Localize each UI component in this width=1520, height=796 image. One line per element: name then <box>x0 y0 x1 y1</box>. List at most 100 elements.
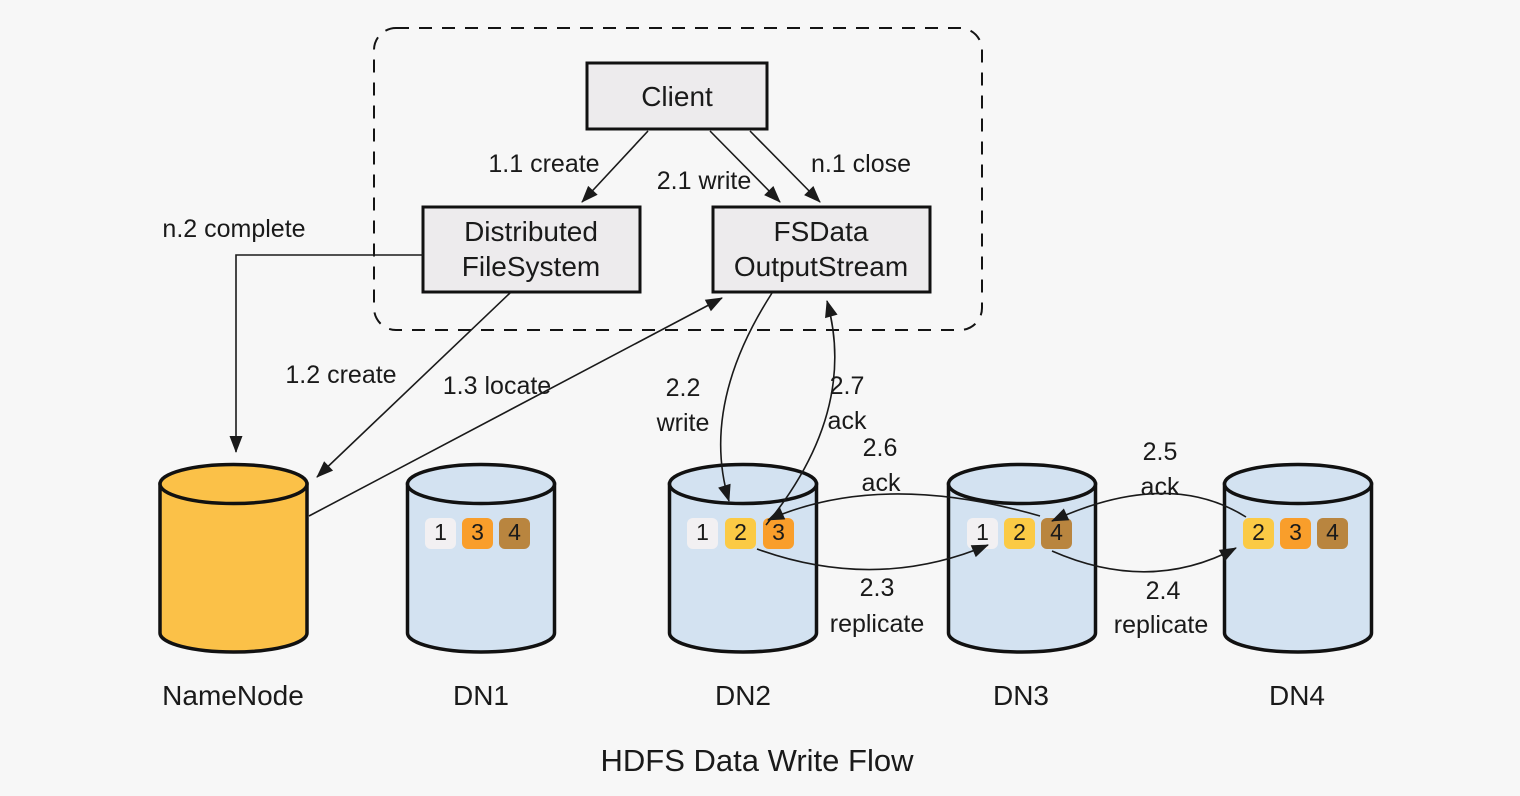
dn4-block-3-label: 3 <box>1289 519 1302 545</box>
edge-label-2-7-word: ack <box>828 407 867 435</box>
arrow-2-2-write <box>718 292 773 502</box>
arrow-2-4-replicate <box>1051 547 1237 573</box>
edge-label-2-1-write: 2.1 write <box>657 167 751 195</box>
edge-label-1-3-locate: 1.3 locate <box>443 372 551 400</box>
dn1-block-4-label: 4 <box>508 519 521 545</box>
client-box: Client <box>585 61 769 131</box>
edge-label-2-2-word: write <box>656 409 710 437</box>
edge-label-2-4-number: 2.4 <box>1146 577 1181 605</box>
client-box-label: Client <box>641 81 713 112</box>
dn3-block-1-label: 1 <box>976 519 989 545</box>
dn1-block-3-label: 3 <box>471 519 484 545</box>
dn2-block-1-rect <box>687 518 718 549</box>
dn3-label: DN3 <box>993 680 1049 711</box>
dn4-cylinder-top <box>1222 462 1374 506</box>
dn1-block-1: 1 <box>425 518 456 549</box>
fsdata-outputstream-box-rect <box>711 205 932 294</box>
dn4-block-4-label: 4 <box>1326 519 1339 545</box>
dn4-cylinder <box>1222 462 1374 654</box>
edge-label-n-1-close: n.1 close <box>811 150 911 178</box>
arrow-n-1-close <box>749 130 821 203</box>
dn3-cylinder <box>946 462 1098 654</box>
dn1-cylinder <box>405 462 557 654</box>
edge-label-2-5-word: ack <box>1141 473 1180 501</box>
dn4-block-3-rect <box>1280 518 1311 549</box>
dn2-block-3-label: 3 <box>772 519 785 545</box>
diagram-title: HDFS Data Write Flow <box>601 743 915 778</box>
dn2-block-2-label: 2 <box>734 519 747 545</box>
dn1-block-4-rect <box>499 518 530 549</box>
dn4-block-4: 4 <box>1317 518 1348 549</box>
dn1-block-4: 4 <box>499 518 530 549</box>
namenode-cylinder <box>158 462 309 654</box>
namenode-label: NameNode <box>162 680 304 711</box>
dn3-block-4: 4 <box>1041 518 1072 549</box>
dn3-cylinder-top <box>946 462 1098 506</box>
namenode-cylinder-top <box>158 462 309 506</box>
dn4-block-3: 3 <box>1280 518 1311 549</box>
dn4-cylinder-body <box>1222 482 1374 654</box>
arrow-2-7-ack <box>765 300 838 526</box>
dn3-block-2-rect <box>1004 518 1035 549</box>
dn1-cylinder-body <box>405 482 557 654</box>
edge-label-2-7-number: 2.7 <box>830 372 865 400</box>
client-box-rect <box>585 61 769 131</box>
edge-label-1-2-create: 1.2 create <box>285 361 396 389</box>
dn3-block-2: 2 <box>1004 518 1035 549</box>
dn2-cylinder <box>667 462 819 654</box>
dn1-block-3-rect <box>462 518 493 549</box>
fsdata-outputstream-label-line2: OutputStream <box>734 251 908 282</box>
distributed-filesystem-label-line1: Distributed <box>464 216 598 247</box>
dn2-cylinder-top <box>667 462 819 506</box>
edge-label-n-2-complete: n.2 complete <box>162 215 305 243</box>
edge-label-1-1-create: 1.1 create <box>488 150 599 178</box>
edge-label-2-6-number: 2.6 <box>863 434 898 462</box>
fsdata-outputstream-label-line1: FSData <box>774 216 869 247</box>
dn2-block-3: 3 <box>763 518 794 549</box>
arrow-2-5-ack <box>1051 492 1247 522</box>
edge-label-2-6-word: ack <box>862 469 901 497</box>
arrow-1-3-locate <box>308 297 723 517</box>
dn3-block-4-label: 4 <box>1050 519 1063 545</box>
dn3-block-4-rect <box>1041 518 1072 549</box>
edge-label-2-4-word: replicate <box>1114 611 1209 639</box>
edge-label-2-3-word: replicate <box>830 610 925 638</box>
dn2-block-1: 1 <box>687 518 718 549</box>
dn2-block-3-rect <box>763 518 794 549</box>
dn2-label: DN2 <box>715 680 771 711</box>
dn4-block-2-rect <box>1243 518 1274 549</box>
distributed-filesystem-label-line2: FileSystem <box>462 251 600 282</box>
edge-label-2-2-number: 2.2 <box>666 374 701 402</box>
arrow-2-1-write <box>709 130 781 203</box>
arrow-2-6-ack <box>767 493 1041 521</box>
edge-label-2-3-number: 2.3 <box>860 574 895 602</box>
dn4-block-2-label: 2 <box>1252 519 1265 545</box>
distributed-filesystem-box: Distributed FileSystem <box>421 205 642 294</box>
fsdata-outputstream-box: FSData OutputStream <box>711 205 932 294</box>
arrow-2-3-replicate <box>756 544 989 571</box>
dn1-block-1-rect <box>425 518 456 549</box>
client-process-boundary <box>373 27 983 331</box>
dn2-block-2: 2 <box>725 518 756 549</box>
arrow-n-2-complete <box>229 254 423 453</box>
dn3-block-1-rect <box>967 518 998 549</box>
arrow-1-2-create <box>316 292 511 478</box>
arrow-1-1-create <box>581 130 649 203</box>
dn4-block-4-rect <box>1317 518 1348 549</box>
edge-label-2-5-number: 2.5 <box>1143 438 1178 466</box>
dn3-cylinder-body <box>946 482 1098 654</box>
dn1-cylinder-top <box>405 462 557 506</box>
dn3-block-2-label: 2 <box>1013 519 1026 545</box>
dn3-block-1: 1 <box>967 518 998 549</box>
dn1-block-1-label: 1 <box>434 519 447 545</box>
dn4-label: DN4 <box>1269 680 1325 711</box>
namenode-cylinder-body <box>158 482 309 654</box>
dn1-label: DN1 <box>453 680 509 711</box>
dn4-block-2: 2 <box>1243 518 1274 549</box>
dn1-block-3: 3 <box>462 518 493 549</box>
dn2-block-2-rect <box>725 518 756 549</box>
dn2-block-1-label: 1 <box>696 519 709 545</box>
